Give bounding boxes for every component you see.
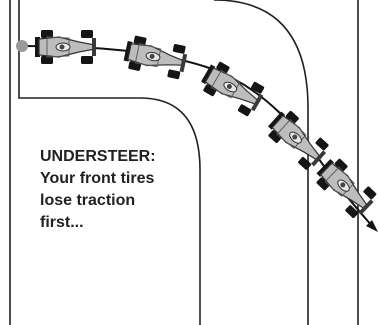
caption-line-1: UNDERSTEER: (40, 148, 156, 165)
track-far-outer-edge (213, 0, 309, 325)
start-dot-icon (16, 40, 28, 52)
understeer-caption: UNDERSTEER: Your front tires lose tracti… (40, 146, 190, 234)
caption-line-2: Your front tires (40, 170, 155, 187)
caption-line-4: first... (40, 214, 84, 231)
race-car-icon (123, 35, 188, 80)
caption-line-3: lose traction (40, 192, 136, 209)
track-outer-edge (18, 0, 201, 325)
arrow-head-icon (366, 220, 378, 232)
race-car-icon (201, 61, 265, 117)
race-car-icon (268, 110, 329, 170)
race-car-icon (35, 30, 96, 64)
race-car-icon (316, 158, 377, 219)
